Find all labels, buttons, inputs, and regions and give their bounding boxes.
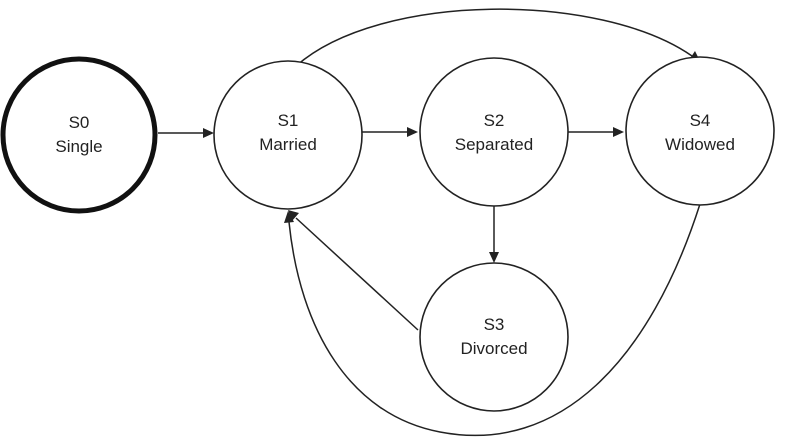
arrowhead-s3-s1 (288, 210, 299, 221)
state-s0-id: S0 (69, 113, 90, 132)
state-s3-label: Divorced (460, 339, 527, 358)
arrowhead-s2-s3 (489, 252, 499, 263)
state-s4-id: S4 (690, 111, 711, 130)
state-s4-circle (625, 56, 775, 206)
edge-s1-s4 (295, 8, 693, 67)
state-s2-label: Separated (455, 135, 533, 154)
states: S0 Single S1 Married S2 Separated S3 Div… (0, 56, 775, 412)
state-s3-circle (419, 262, 569, 412)
state-s4: S4 Widowed (625, 56, 775, 206)
arrowhead-s2-s4 (613, 127, 624, 137)
state-s3: S3 Divorced (419, 262, 569, 412)
state-s1: S1 Married (213, 60, 363, 210)
state-s2-id: S2 (484, 111, 505, 130)
state-s4-label: Widowed (665, 135, 735, 154)
state-s2-circle (419, 57, 569, 207)
transition-edges (158, 8, 701, 437)
state-s0-circle (0, 56, 158, 214)
state-s1-circle (213, 60, 363, 210)
state-s0-label: Single (55, 137, 102, 156)
edge-s3-s1 (295, 217, 419, 331)
state-s1-id: S1 (278, 111, 299, 130)
edge-s4-s1 (288, 203, 701, 437)
arrowhead-s4-s1 (284, 211, 294, 223)
arrowhead-s0-s1 (203, 128, 214, 138)
state-s0: S0 Single (0, 56, 158, 214)
state-s2: S2 Separated (419, 57, 569, 207)
state-s1-label: Married (259, 135, 317, 154)
state-s3-id: S3 (484, 315, 505, 334)
arrowhead-s1-s2 (407, 127, 418, 137)
